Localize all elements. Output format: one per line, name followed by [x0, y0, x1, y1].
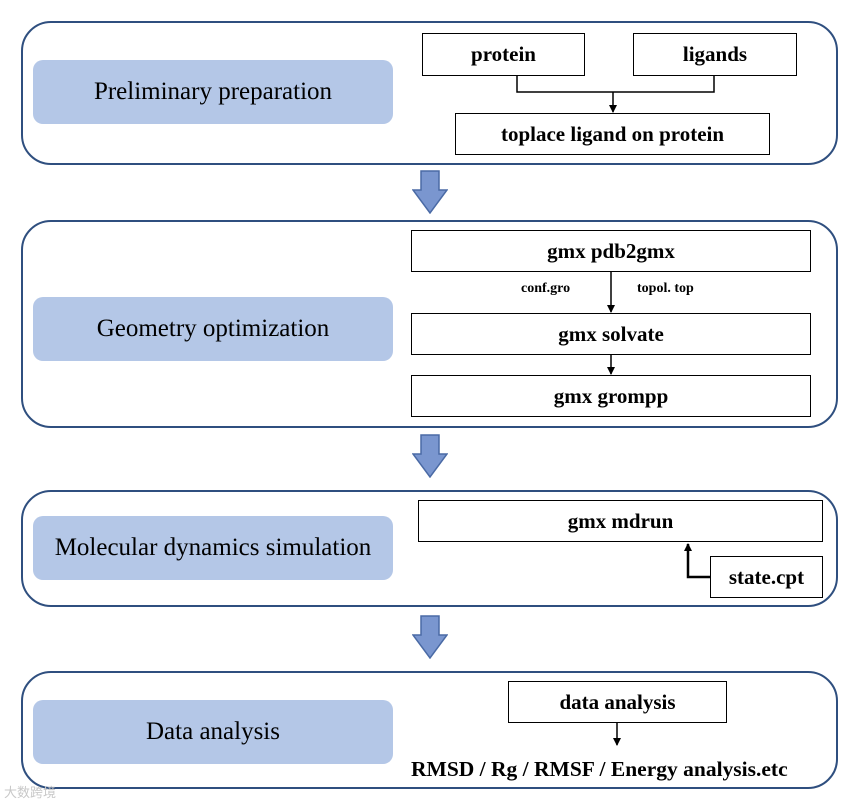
ligands-box: ligands: [633, 33, 797, 76]
solvate-box: gmx solvate: [411, 313, 811, 355]
conf-gro-label: conf.gro: [521, 281, 571, 296]
mdrun-box: gmx mdrun: [418, 500, 823, 542]
merge-connector: [516, 76, 715, 93]
state-to-mdrun-arrow: [684, 543, 710, 579]
stage-label-preliminary-preparation: Preliminary preparation: [33, 60, 393, 124]
data-analysis-box: data analysis: [508, 681, 727, 723]
topol-top-label: topol. top: [637, 281, 694, 296]
stage-label-data-analysis: Data analysis: [33, 700, 393, 764]
state-cpt-box: state.cpt: [710, 556, 823, 598]
stage-label-geometry-optimization: Geometry optimization: [33, 297, 393, 361]
place-ligand-box: toplace ligand on protein: [455, 113, 770, 155]
stage-label-molecular-dynamics: Molecular dynamics simulation: [33, 516, 393, 580]
watermark: 大数跨境: [4, 786, 57, 801]
pdb2gmx-box: gmx pdb2gmx: [411, 230, 811, 272]
protein-box: protein: [422, 33, 585, 76]
grompp-box: gmx grompp: [411, 375, 811, 417]
analysis-results-text: RMSD / Rg / RMSF / Energy analysis.etc: [411, 757, 788, 781]
stage-arrow-1: [412, 170, 448, 214]
stage-arrow-2: [412, 434, 448, 478]
stage-arrow-3: [412, 615, 448, 659]
